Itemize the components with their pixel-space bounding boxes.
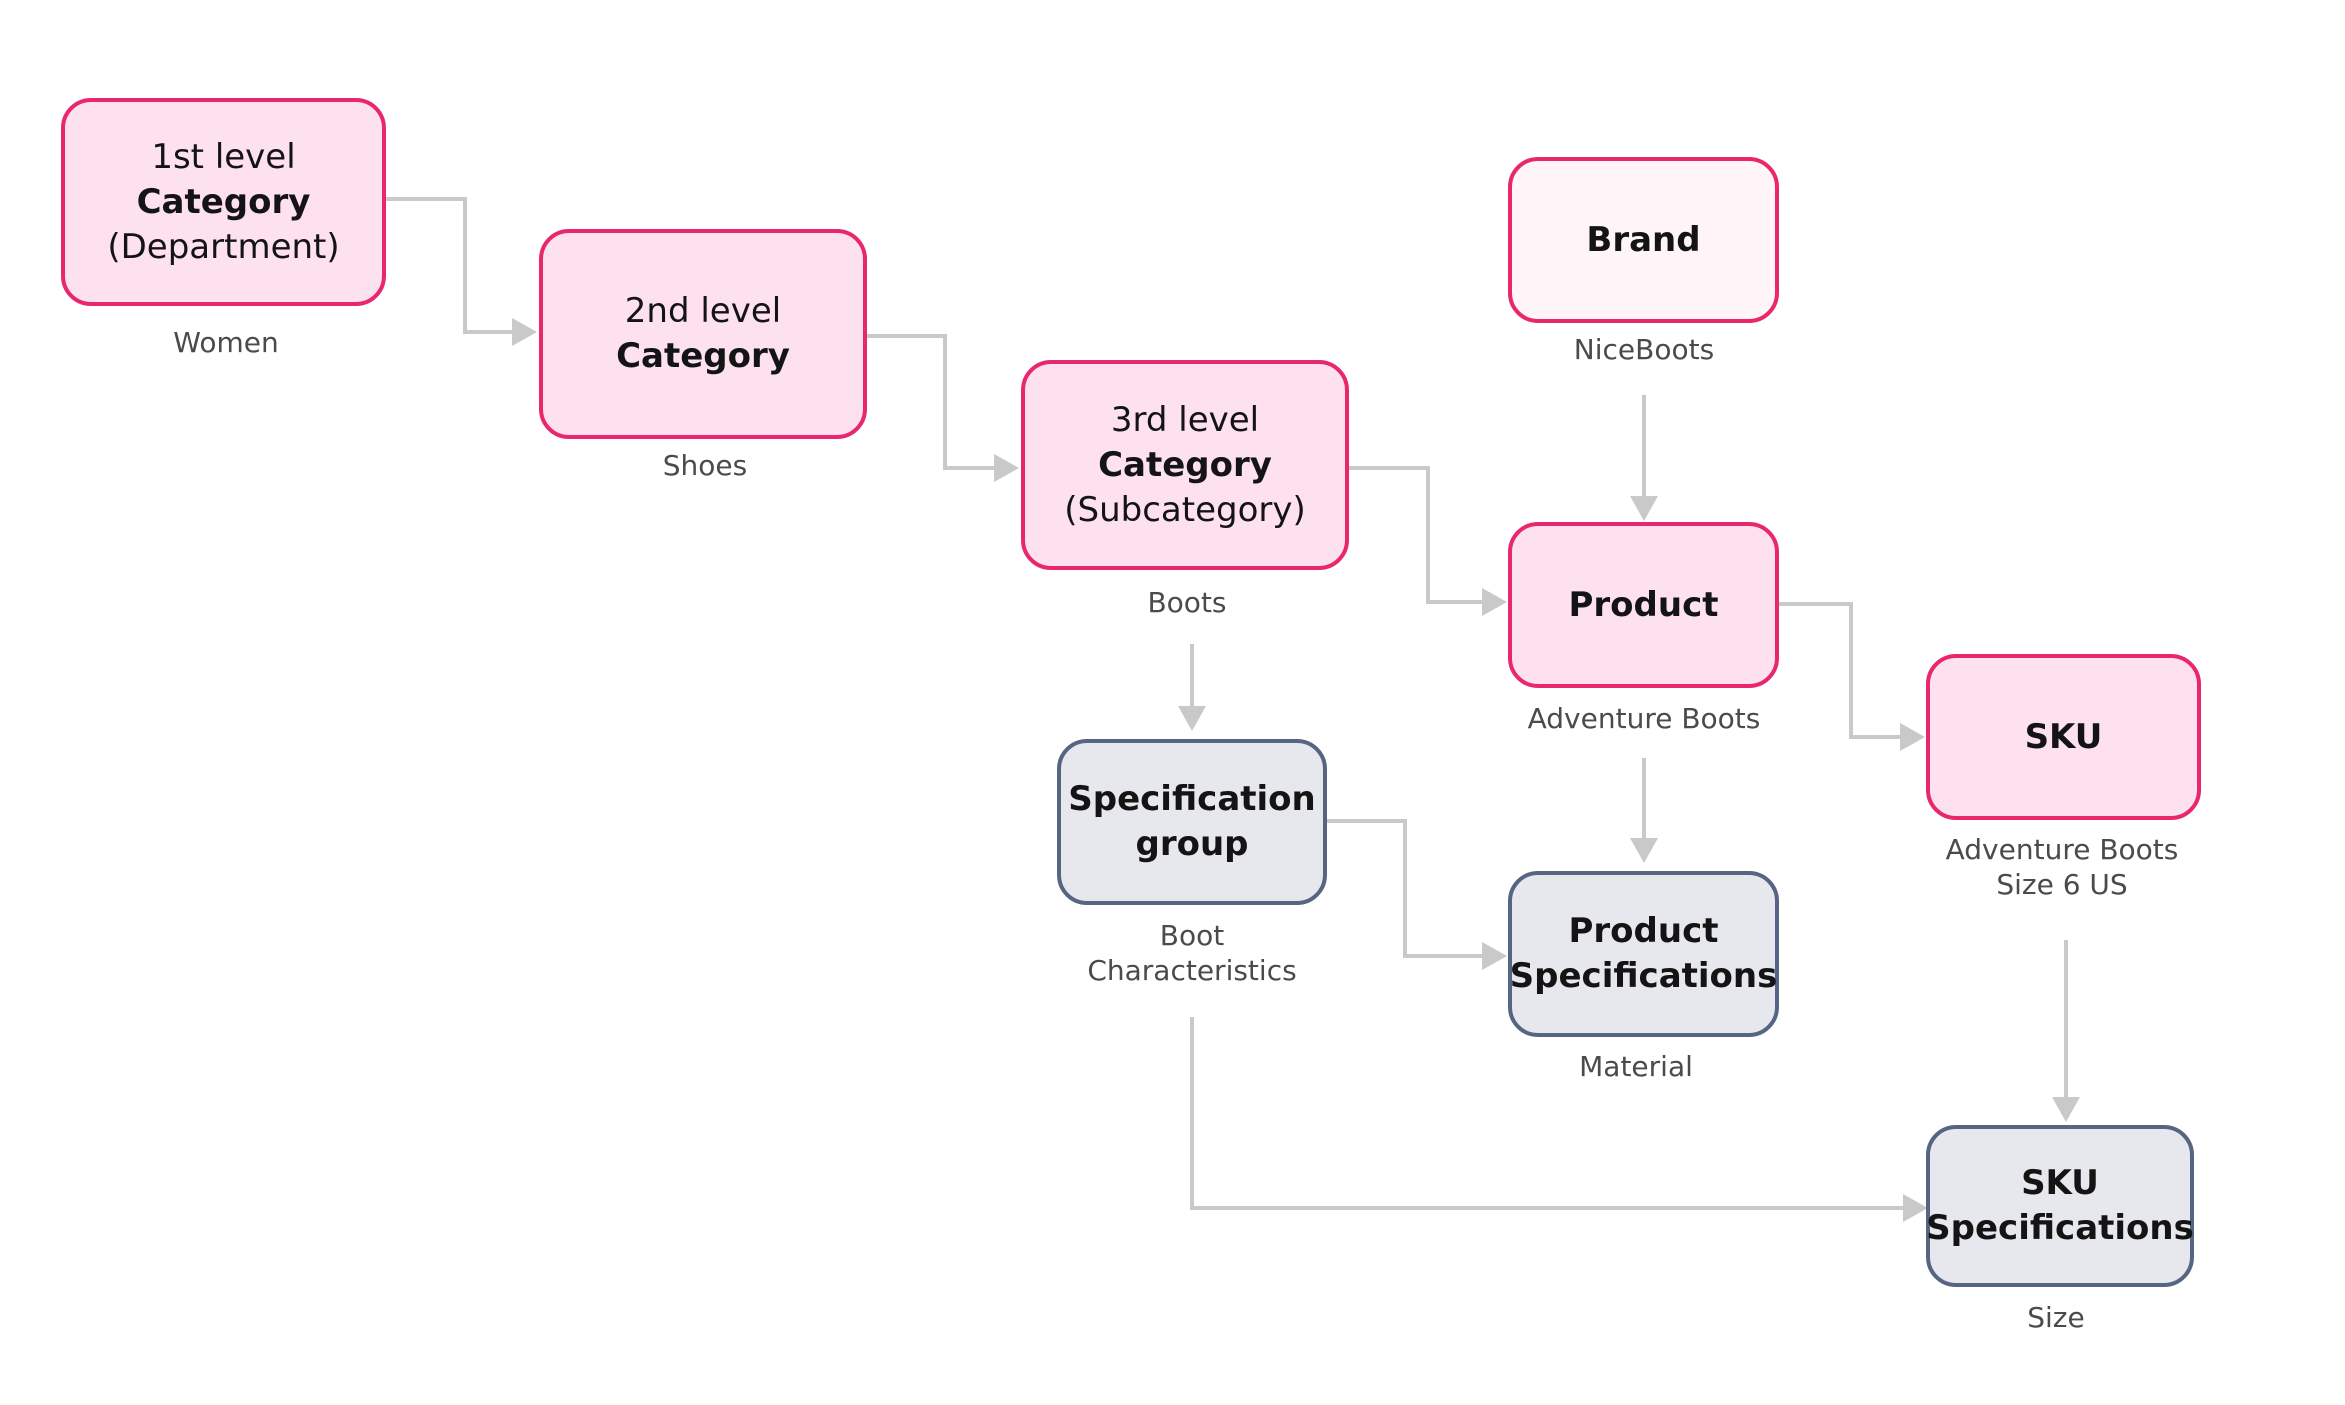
caption-text: NiceBoots	[1573, 333, 1715, 366]
sku-node: SKU	[1926, 654, 2201, 820]
node-line: Specifications	[1926, 1208, 2194, 1248]
edge-dept-to-cat2	[386, 197, 537, 346]
edge-spec-group-to-sku-spec	[1190, 1017, 1928, 1222]
edge-subcat-to-product	[1347, 466, 1507, 616]
second-level-category-node: 2nd level Category	[539, 229, 867, 439]
product-specifications-caption: Material	[1416, 1049, 1856, 1084]
subcategory-node: 3rd level Category (Subcategory)	[1021, 360, 1349, 570]
caption-text: Boot	[1159, 919, 1225, 952]
specification-group-node: Specification group	[1057, 739, 1327, 905]
second-level-caption: Shoes	[485, 448, 925, 483]
node-label: SKU	[2024, 716, 2103, 757]
product-node: Product	[1508, 522, 1779, 688]
sku-specifications-caption: Size	[1836, 1300, 2276, 1335]
caption-text: Size 6 US	[1996, 868, 2128, 901]
node-line: 1st level	[151, 136, 296, 177]
caption-text: Size	[2027, 1301, 2085, 1334]
edge-cat2-to-subcat	[866, 334, 1019, 482]
edge-brand-to-product	[1630, 395, 1658, 521]
edge-product-to-product-spec	[1630, 758, 1658, 863]
node-line: SKU	[2021, 1163, 2099, 1203]
node-line: Specifications	[1509, 956, 1778, 996]
node-line: group	[1135, 824, 1249, 864]
node-line: (Subcategory)	[1064, 489, 1306, 530]
department-caption: Women	[6, 325, 446, 360]
specification-group-caption: Boot Characteristics	[972, 918, 1412, 988]
node-label: Brand	[1586, 219, 1701, 260]
node-line: Specification	[1068, 779, 1316, 819]
sku-specifications-node: SKU Specifications	[1926, 1125, 2194, 1287]
edge-subcat-to-spec-group	[1178, 644, 1206, 731]
product-specifications-node: Product Specifications	[1508, 871, 1779, 1037]
node-line: Category	[1098, 444, 1272, 485]
caption-text: Adventure Boots	[1945, 833, 2179, 866]
caption-text: Boots	[1147, 586, 1227, 619]
node-line: Category	[616, 336, 790, 376]
node-line: 3rd level	[1110, 399, 1260, 440]
brand-caption: NiceBoots	[1424, 332, 1864, 367]
sku-caption: Adventure Boots Size 6 US	[1842, 832, 2282, 902]
department-category-node: 1st level Category (Department)	[61, 98, 386, 306]
caption-text: Adventure Boots	[1527, 702, 1761, 735]
edge-spec-group-to-product-spec	[1323, 819, 1507, 970]
node-line: 2nd level	[624, 291, 782, 331]
product-caption: Adventure Boots	[1424, 701, 1864, 736]
node-label: Product	[1568, 584, 1719, 625]
subcategory-caption: Boots	[967, 585, 1407, 620]
edge-product-to-sku	[1776, 602, 1925, 751]
caption-text: Characteristics	[1087, 954, 1297, 987]
caption-text: Women	[173, 326, 279, 359]
edge-sku-to-sku-spec	[2052, 940, 2080, 1122]
caption-text: Material	[1579, 1050, 1693, 1083]
node-line: (Department)	[107, 226, 340, 267]
node-line: Category	[136, 181, 311, 222]
node-line: Product	[1568, 911, 1719, 951]
brand-node: Brand	[1508, 157, 1779, 323]
caption-text: Shoes	[662, 449, 748, 482]
